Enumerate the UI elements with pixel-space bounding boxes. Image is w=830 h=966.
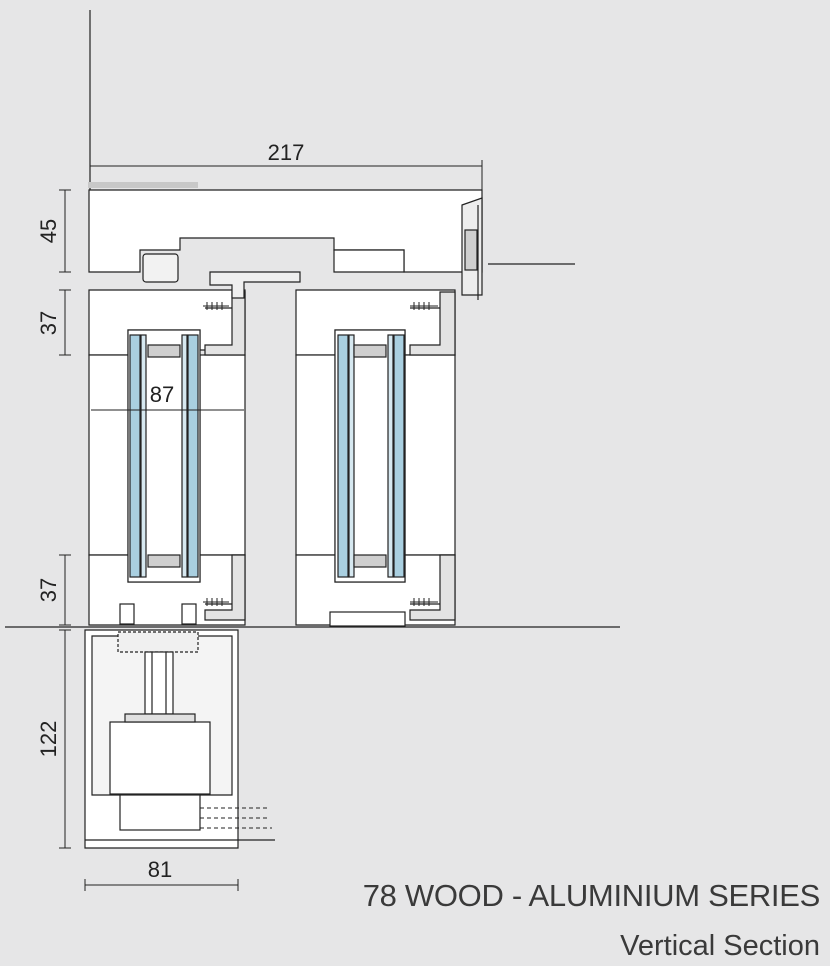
screws (203, 302, 438, 606)
head-frame (88, 182, 483, 300)
interlock-profile (209, 271, 301, 299)
overall-width-label: 217 (268, 140, 305, 165)
top-frame-height-label: 45 (36, 219, 61, 243)
view-title: Vertical Section (620, 930, 820, 962)
sash-depth-label: 87 (150, 382, 174, 407)
track-depth-label: 122 (36, 721, 61, 758)
track-width-label: 81 (148, 857, 172, 882)
dimension-lines (59, 160, 483, 891)
top-rail-height-label: 37 (36, 311, 61, 335)
bottom-track (84, 629, 275, 849)
series-title: 78 WOOD - ALUMINIUM SERIES (362, 878, 821, 913)
left-sash (88, 289, 246, 626)
right-sash (295, 289, 456, 627)
bottom-rail-height-label: 37 (36, 578, 61, 602)
